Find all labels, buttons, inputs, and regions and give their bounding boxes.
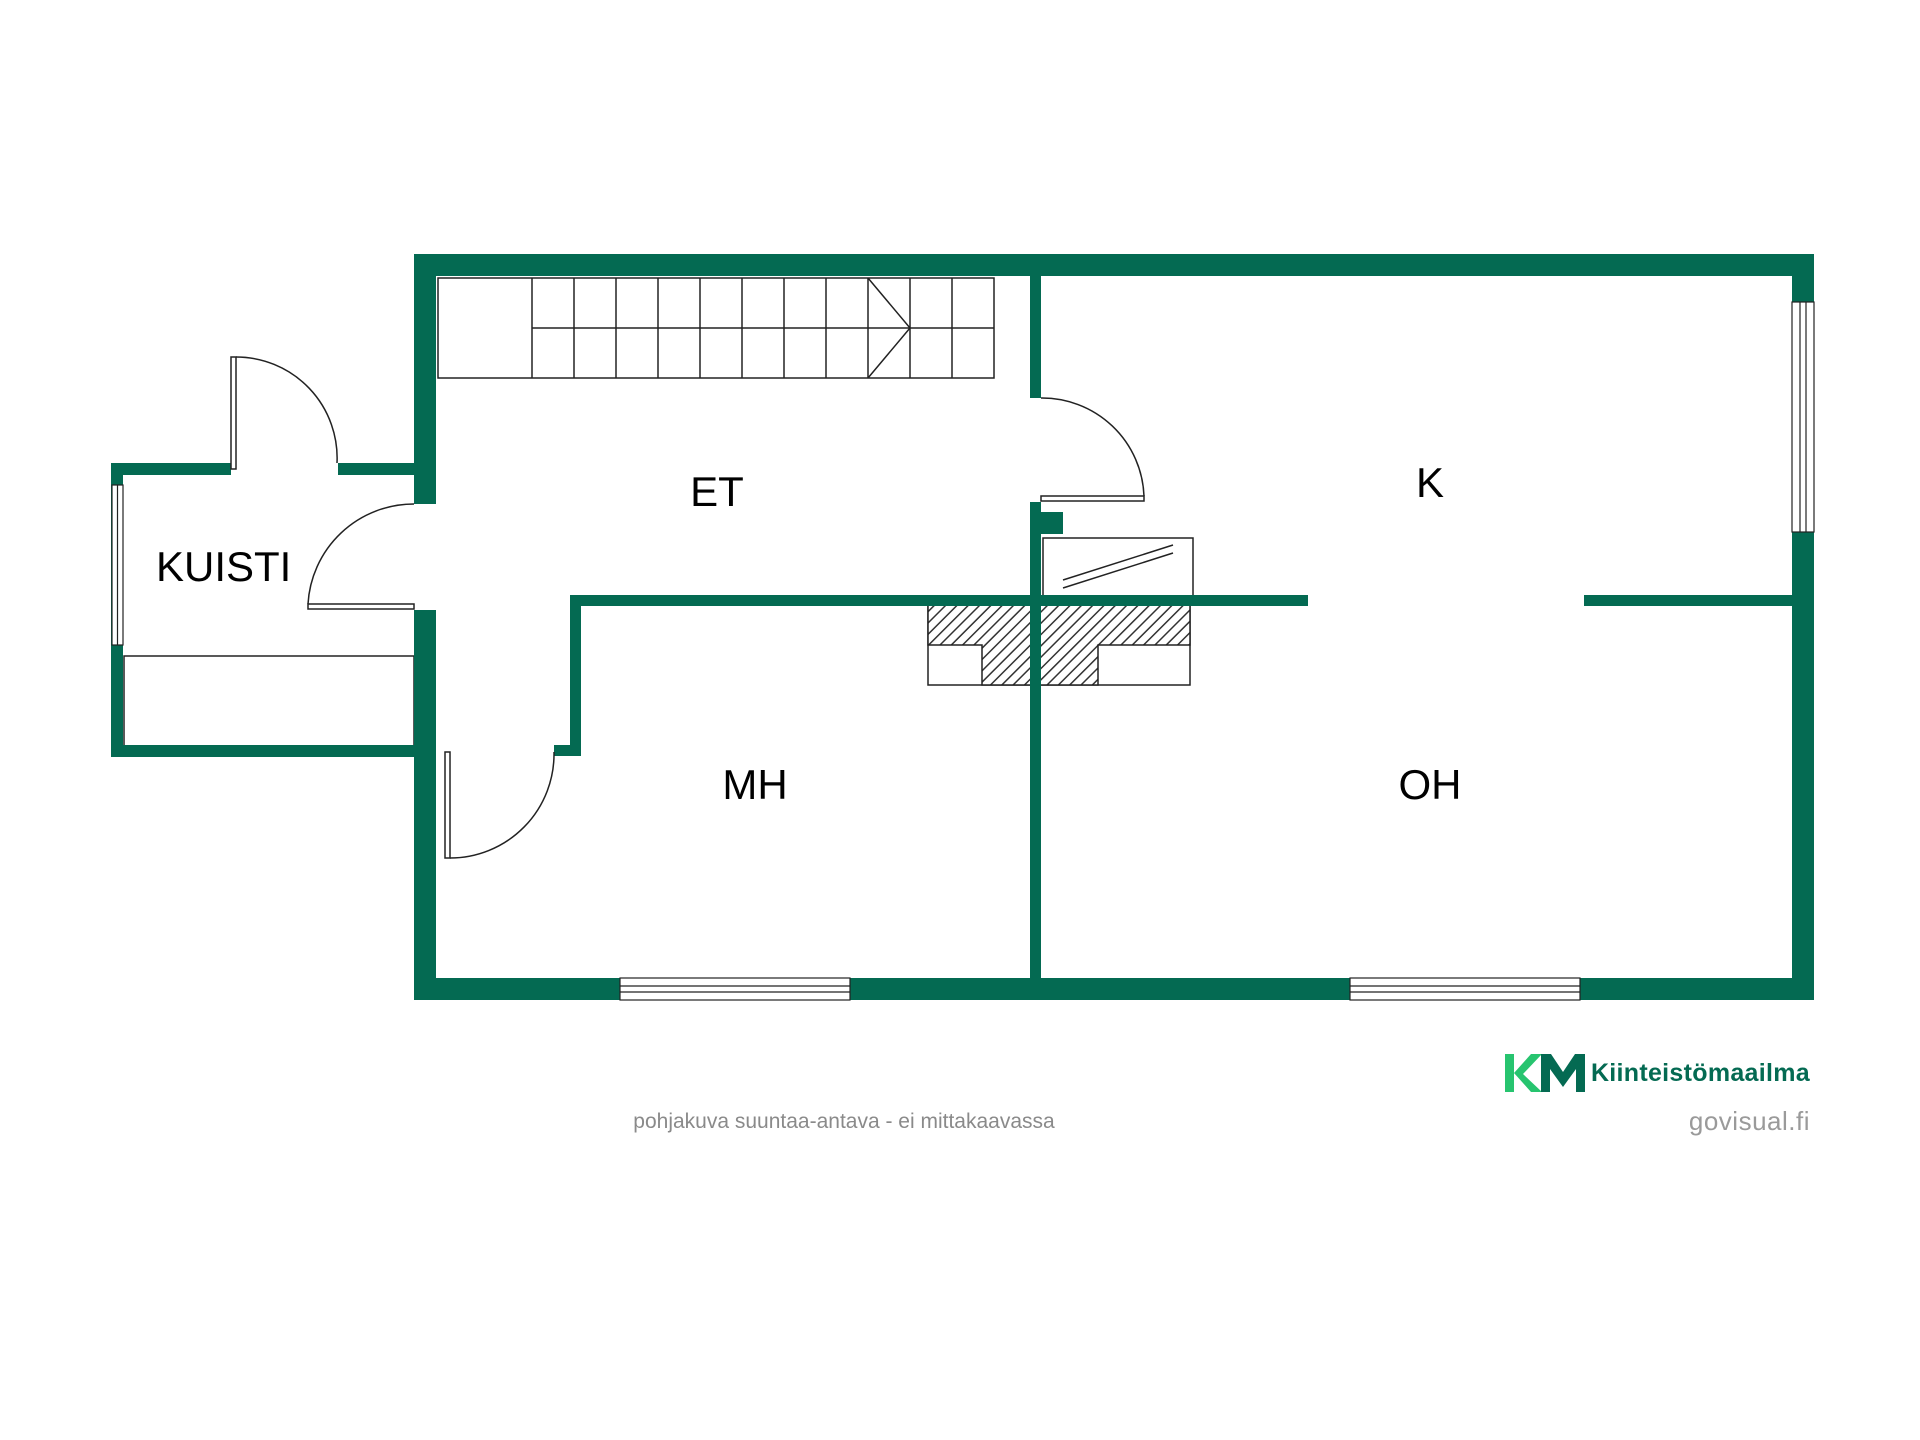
staircase (437, 277, 995, 379)
brand-name: Kiinteistömaailma (1590, 1058, 1810, 1087)
km-logo-icon (1504, 1054, 1585, 1092)
disclaimer-text: pohjakuva suuntaa-antava - ei mittakaava… (633, 1110, 1055, 1133)
fireplace (927, 604, 1191, 686)
window-oh (1349, 977, 1581, 1001)
windows (111, 301, 1815, 1001)
room-label-k: K (1416, 459, 1444, 506)
window-k (1791, 301, 1815, 533)
door-entrance-porch (230, 356, 338, 470)
window-kuisti (111, 484, 124, 646)
brand-logo: Kiinteistömaailma (1504, 1052, 1810, 1094)
doors (230, 356, 1145, 859)
room-label-oh: OH (1399, 761, 1462, 808)
room-label-mh: MH (722, 761, 787, 808)
credit-text: govisual.fi (1688, 1106, 1810, 1136)
room-label-et: ET (690, 468, 744, 515)
room-label-kuisti: KUISTI (156, 543, 291, 590)
door-et-to-mh (444, 751, 555, 859)
stair-arrow (867, 277, 911, 379)
door-et-to-k (1040, 397, 1145, 502)
kitchen-counter (1042, 537, 1194, 599)
porch-bench (123, 655, 415, 747)
door-porch-to-et (307, 503, 415, 610)
window-mh (619, 977, 851, 1001)
